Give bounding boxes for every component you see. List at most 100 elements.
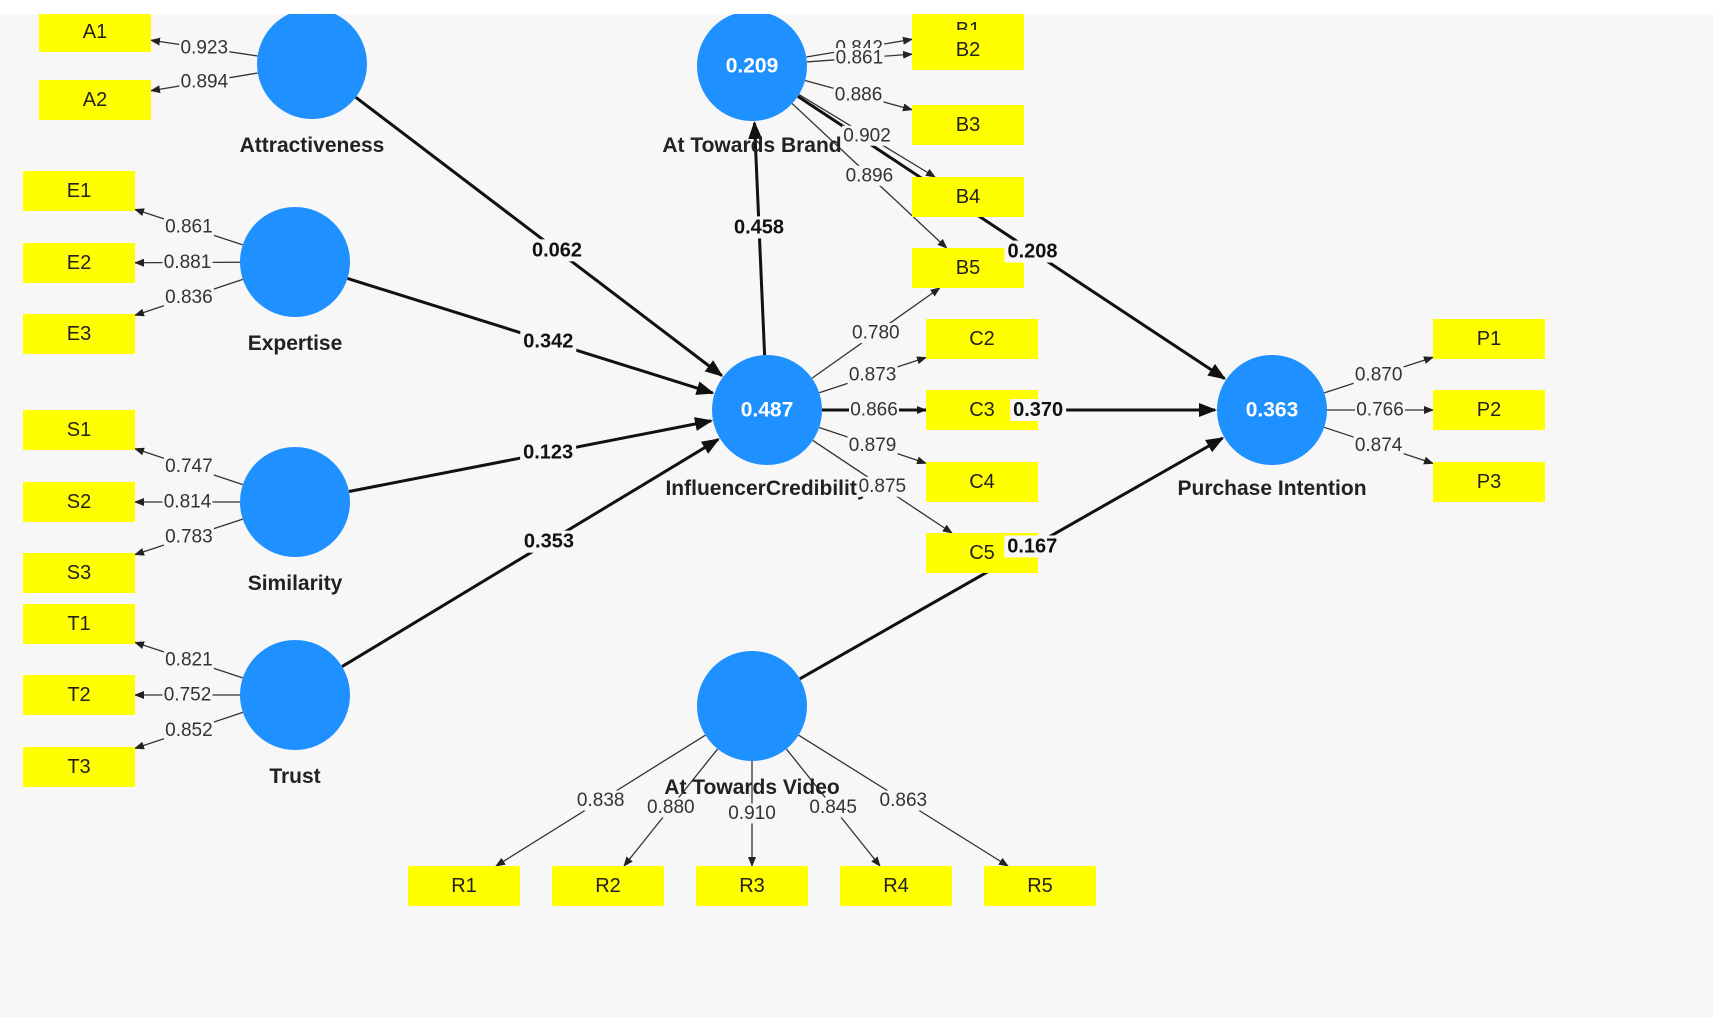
- latent-circle: [240, 207, 350, 317]
- latent-name: Similarity: [248, 572, 343, 595]
- latent-name: Expertise: [248, 332, 343, 355]
- svg-text:0.886: 0.886: [835, 85, 883, 106]
- loading-label-atb-b2: 0.861: [834, 48, 884, 69]
- svg-text:0.881: 0.881: [164, 252, 212, 273]
- indicator-c2: C2: [926, 319, 1038, 359]
- svg-text:0.894: 0.894: [181, 71, 229, 92]
- indicator-label: R4: [883, 875, 909, 897]
- svg-text:0.342: 0.342: [523, 330, 573, 352]
- indicator-label: S3: [67, 562, 91, 584]
- svg-text:0.836: 0.836: [165, 287, 213, 308]
- indicator-a2: A2: [39, 80, 151, 120]
- svg-text:0.208: 0.208: [1007, 241, 1057, 263]
- svg-text:0.852: 0.852: [165, 720, 213, 741]
- loading-label-tru-t3: 0.852: [164, 720, 214, 741]
- indicator-label: S1: [67, 419, 91, 441]
- svg-text:0.370: 0.370: [1013, 399, 1063, 421]
- path-coefficient-atb-pi: 0.208: [1004, 241, 1060, 263]
- indicator-label: B4: [956, 186, 980, 208]
- indicator-e2: E2: [23, 243, 135, 283]
- indicator-e3: E3: [23, 314, 135, 354]
- top-band: [0, 0, 1713, 14]
- svg-text:0.861: 0.861: [165, 217, 213, 238]
- svg-text:0.062: 0.062: [532, 239, 582, 261]
- indicator-r1: R1: [408, 866, 520, 906]
- indicator-label: B2: [956, 39, 980, 61]
- loading-label-atv-r2: 0.880: [646, 797, 696, 818]
- indicator-label: T3: [67, 756, 90, 778]
- svg-text:0.458: 0.458: [734, 216, 784, 238]
- loading-label-pi-p3: 0.874: [1354, 435, 1404, 456]
- r-squared-value: 0.363: [1246, 399, 1299, 422]
- indicator-label: R3: [739, 875, 765, 897]
- loading-label-exp-e3: 0.836: [164, 287, 214, 308]
- loading-label-tru-t1: 0.821: [164, 650, 214, 671]
- svg-text:0.861: 0.861: [836, 48, 884, 69]
- loading-label-atb-b3: 0.886: [834, 85, 884, 106]
- svg-text:0.870: 0.870: [1355, 365, 1403, 386]
- svg-text:0.123: 0.123: [523, 442, 573, 464]
- latent-name: Trust: [269, 765, 320, 788]
- svg-text:0.814: 0.814: [164, 492, 212, 513]
- svg-text:0.875: 0.875: [859, 476, 907, 497]
- latent-name: Attractiveness: [240, 134, 385, 157]
- r-squared-value: 0.487: [741, 399, 794, 422]
- loading-label-atv-r4: 0.845: [808, 797, 858, 818]
- indicator-a1: A1: [39, 12, 151, 52]
- indicator-c4: C4: [926, 462, 1038, 502]
- indicator-r4: R4: [840, 866, 952, 906]
- loading-label-exp-e1: 0.861: [164, 217, 214, 238]
- path-coefficient-ic-atb: 0.458: [731, 216, 787, 238]
- loading-label-pi-p1: 0.870: [1354, 365, 1404, 386]
- loading-label-atb-b4: 0.902: [842, 125, 892, 146]
- svg-text:0.783: 0.783: [165, 526, 213, 547]
- loading-label-ic-c4: 0.879: [848, 435, 898, 456]
- indicator-label: A2: [83, 89, 107, 111]
- indicator-b2: B2: [912, 30, 1024, 70]
- loading-label-pi-p2: 0.766: [1355, 400, 1405, 421]
- indicator-label: A1: [83, 21, 107, 43]
- path-coefficient-exp-ic: 0.342: [520, 330, 576, 352]
- indicator-e1: E1: [23, 171, 135, 211]
- svg-text:0.838: 0.838: [577, 790, 625, 811]
- indicator-label: T1: [67, 613, 90, 635]
- indicator-t3: T3: [23, 747, 135, 787]
- latent-similarity: Similarity: [240, 447, 350, 595]
- indicator-p3: P3: [1433, 462, 1545, 502]
- indicator-label: P3: [1477, 471, 1501, 493]
- indicator-label: E2: [67, 252, 91, 274]
- latent-at-towards-video: At Towards Video: [664, 651, 839, 799]
- svg-text:0.766: 0.766: [1356, 400, 1404, 421]
- indicator-b3: B3: [912, 105, 1024, 145]
- svg-text:0.873: 0.873: [849, 365, 897, 386]
- indicator-t1: T1: [23, 604, 135, 644]
- indicator-r3: R3: [696, 866, 808, 906]
- svg-text:0.874: 0.874: [1355, 435, 1403, 456]
- path-arrow-tru-ic: [342, 439, 718, 666]
- svg-text:0.167: 0.167: [1007, 535, 1057, 557]
- svg-text:0.923: 0.923: [181, 38, 229, 59]
- loading-label-ic-c3: 0.866: [849, 400, 899, 421]
- latent-circle: [240, 640, 350, 750]
- svg-text:0.863: 0.863: [880, 790, 928, 811]
- indicator-r2: R2: [552, 866, 664, 906]
- loading-label-sim-s2: 0.814: [163, 492, 213, 513]
- loading-label-atv-r5: 0.863: [878, 790, 928, 811]
- indicator-label: C5: [969, 542, 995, 564]
- latent-name: Purchase Intention: [1177, 477, 1366, 500]
- path-coefficient-att-ic: 0.062: [529, 239, 585, 261]
- loading-label-atb-b5: 0.896: [844, 165, 894, 186]
- indicator-b4: B4: [912, 177, 1024, 217]
- indicator-label: C3: [969, 399, 995, 421]
- indicator-p1: P1: [1433, 319, 1545, 359]
- svg-text:0.821: 0.821: [165, 650, 213, 671]
- indicator-p2: P2: [1433, 390, 1545, 430]
- indicator-label: T2: [67, 684, 90, 706]
- latent-circle: [697, 651, 807, 761]
- svg-text:0.910: 0.910: [728, 803, 776, 824]
- indicator-label: R5: [1027, 875, 1053, 897]
- loading-label-att-a2: 0.894: [179, 71, 229, 92]
